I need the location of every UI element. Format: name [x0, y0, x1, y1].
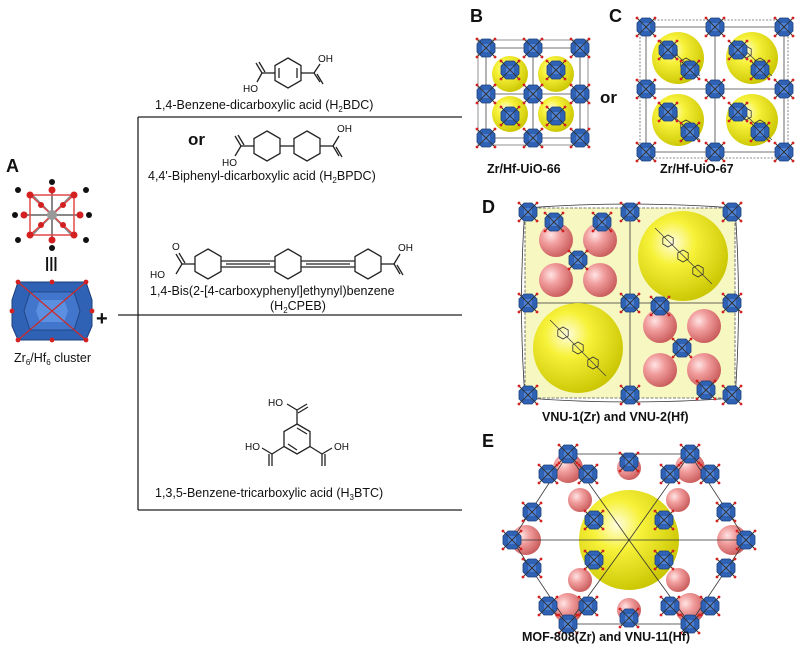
bpdc-oh-label: OH — [337, 124, 352, 135]
panel-label-e: E — [482, 431, 494, 451]
cluster-ball-stick-model — [12, 179, 92, 251]
uio67-label: Zr/Hf-UiO-67 — [660, 162, 734, 176]
cpeb-o-label: O — [172, 242, 180, 253]
bpdc-structure: HO OH — [222, 124, 352, 169]
vnu1-framework — [517, 201, 743, 406]
btc-ho-top-label: HO — [268, 398, 283, 409]
panel-label-d: D — [482, 197, 495, 217]
bpdc-ho-label: HO — [222, 158, 237, 169]
cpeb-name-line1: 1,4-Bis(2-[4-carboxyphenyl]ethynyl)benze… — [150, 284, 395, 298]
plus-sign: + — [96, 308, 108, 330]
cluster-polyhedral-model — [9, 279, 95, 343]
panel-label-b: B — [470, 6, 483, 26]
panel-label-a: A — [6, 156, 19, 176]
reaction-bracket — [118, 116, 462, 511]
btc-ho-left-label: HO — [245, 442, 260, 453]
cpeb-name-line2: (H2CPEB) — [270, 299, 326, 315]
bdc-ho-label: HO — [243, 84, 258, 95]
btc-name: 1,3,5-Benzene-tricarboxylic acid (H3BTC) — [155, 486, 383, 502]
mof808-label: MOF-808(Zr) and VNU-11(Hf) — [522, 630, 690, 644]
uio66-label: Zr/Hf-UiO-66 — [487, 162, 561, 176]
panel-label-c: C — [609, 6, 622, 26]
vnu1-label: VNU-1(Zr) and VNU-2(Hf) — [542, 410, 689, 424]
mof808-framework — [501, 443, 757, 635]
bdc-structure: OH HO — [243, 54, 333, 95]
cluster-label: Zr6/Hf6 cluster — [14, 351, 91, 367]
linker-or-label: or — [188, 130, 205, 149]
equivalence-sign: ||| — [45, 255, 58, 272]
uio-or-label: or — [600, 88, 617, 107]
bpdc-name: 4,4'-Biphenyl-dicarboxylic acid (H2BPDC) — [148, 169, 376, 185]
uio67-framework — [635, 16, 795, 163]
cpeb-structure: HO O OH — [150, 242, 413, 281]
uio66-framework — [475, 37, 591, 149]
bdc-name: 1,4-Benzene-dicarboxylic acid (H2BDC) — [155, 98, 373, 114]
btc-structure: HO HO OH — [245, 398, 349, 466]
bdc-oh-label: OH — [318, 54, 333, 65]
btc-oh-right-label: OH — [334, 442, 349, 453]
cpeb-ho-label: HO — [150, 270, 165, 281]
cpeb-oh-label: OH — [398, 243, 413, 254]
